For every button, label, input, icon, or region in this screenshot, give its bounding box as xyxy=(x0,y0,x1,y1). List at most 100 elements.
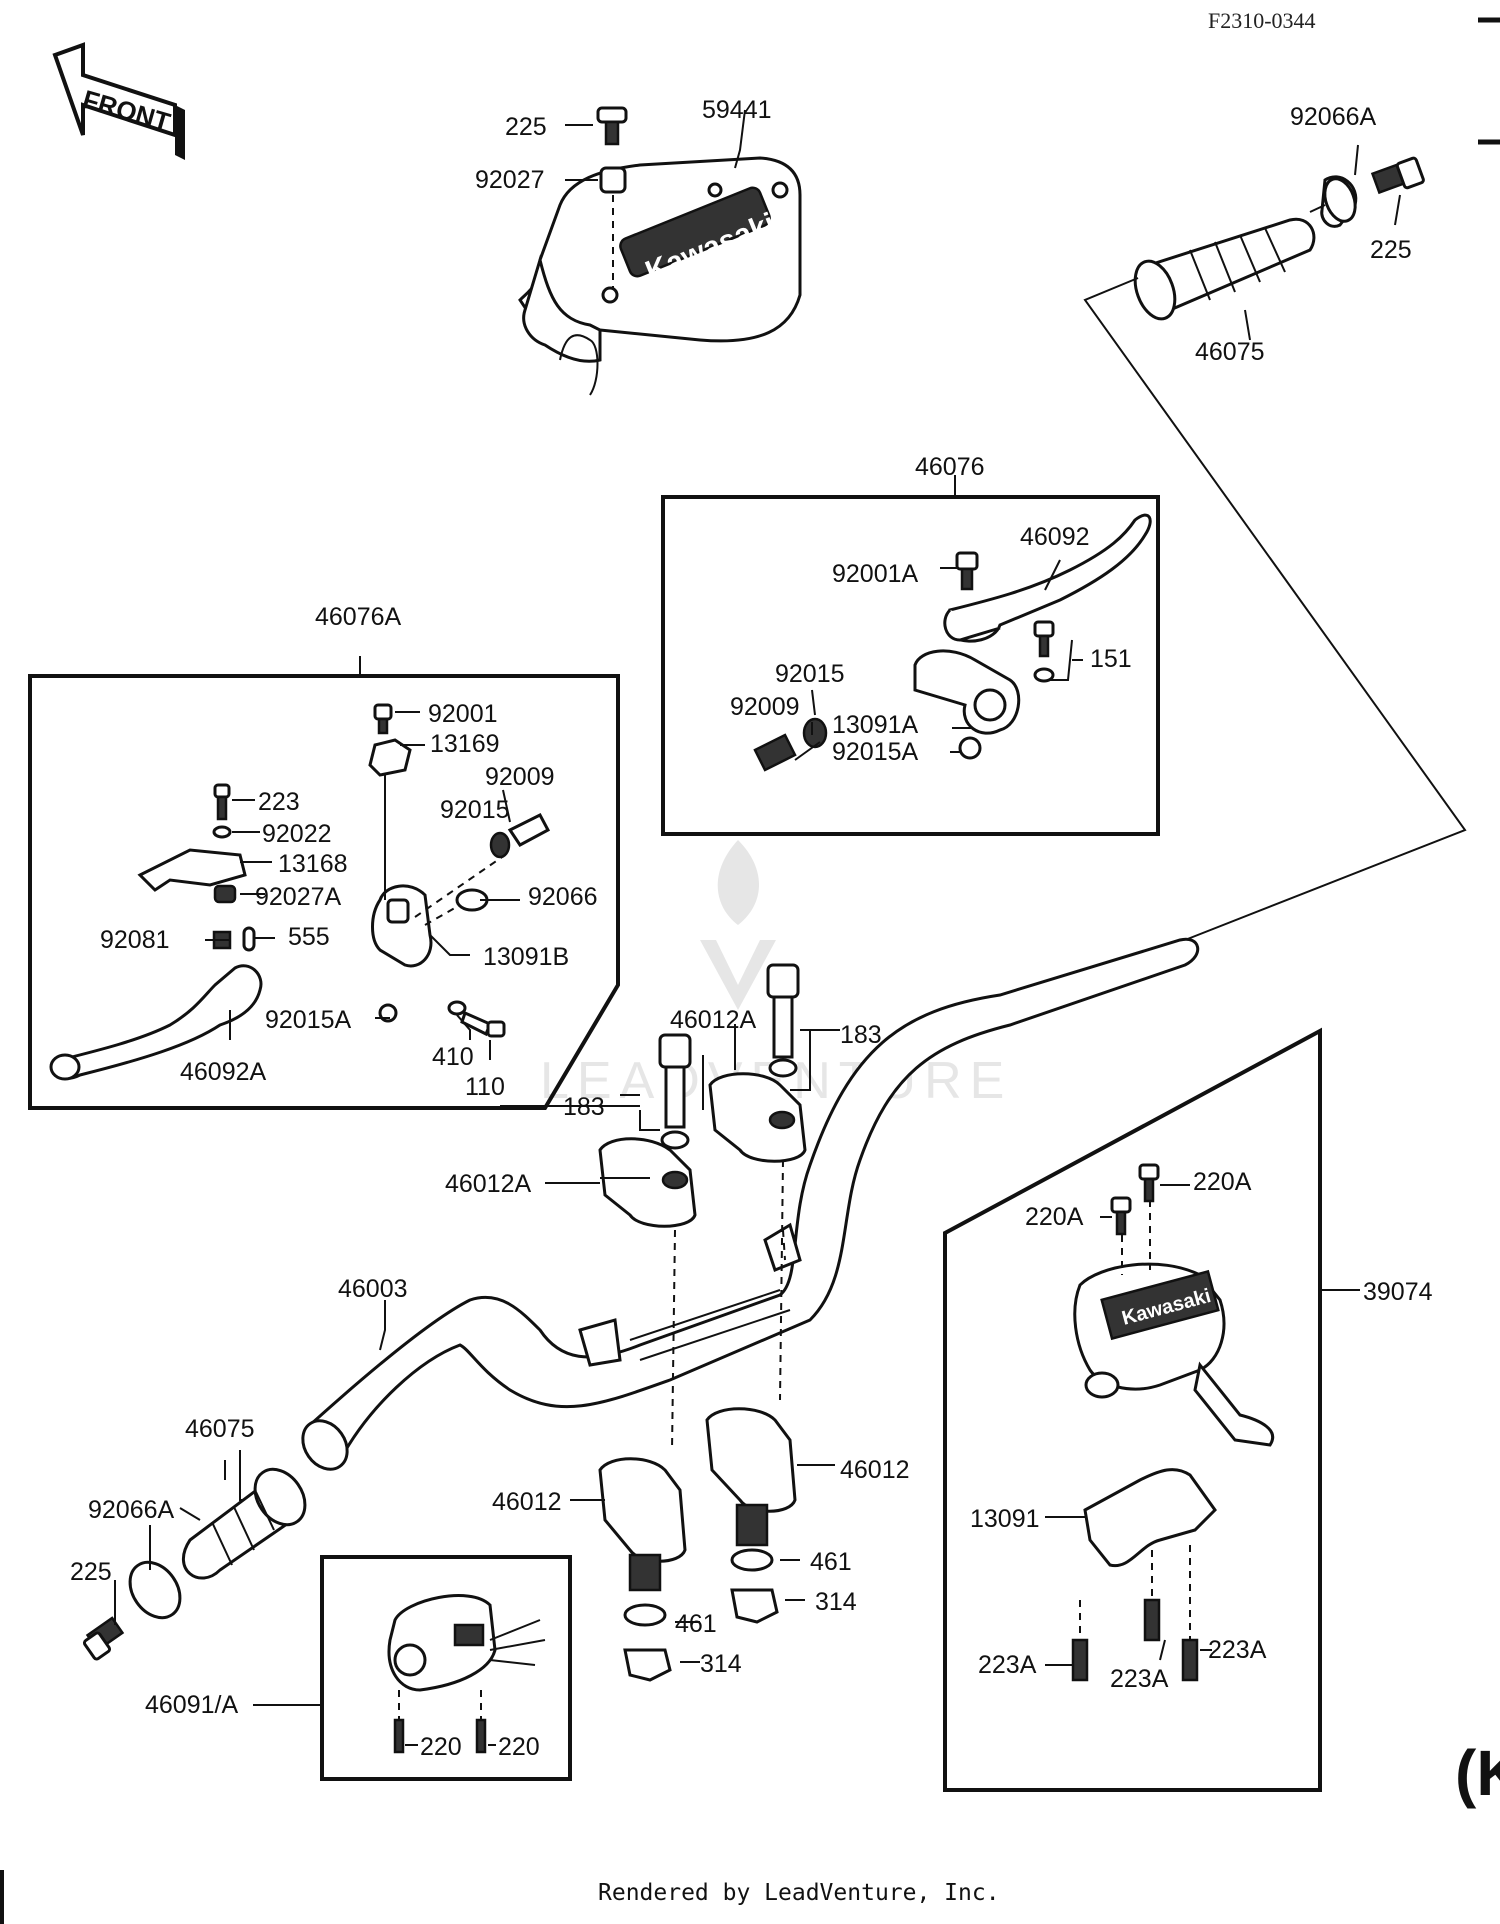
bracket-13091 xyxy=(1083,1468,1217,1568)
nut-92015A-r xyxy=(958,736,982,760)
grip-bolt-225-right xyxy=(1370,156,1425,195)
label-555: 555 xyxy=(288,923,330,951)
label-92015A-r: 92015A xyxy=(832,738,919,766)
grip-left-46075 xyxy=(182,1467,307,1580)
bolt-151 xyxy=(1033,620,1055,683)
label-223A-c: 223A xyxy=(1208,1636,1267,1664)
label-46075-bottom: 46075 xyxy=(185,1415,255,1443)
label-13091: 13091 xyxy=(970,1505,1040,1533)
screw-220-a xyxy=(393,1718,405,1754)
footer-credit: Rendered by LeadVenture, Inc. xyxy=(598,1880,1000,1906)
washer-92022 xyxy=(212,825,232,839)
label-92066: 92066 xyxy=(528,883,598,911)
label-225-bottom: 225 xyxy=(70,1558,112,1586)
box-46076-leaders xyxy=(794,559,1083,761)
bolt-223 xyxy=(213,783,231,821)
cover-leaders xyxy=(565,109,746,181)
corner-glyph: (K xyxy=(1455,1737,1500,1809)
adjuster-92009 xyxy=(753,733,797,772)
diagram-reference-code: F2310-0344 xyxy=(1208,8,1316,33)
label-461-b: 461 xyxy=(810,1548,852,1576)
switch-dash-lines xyxy=(398,1690,482,1720)
label-13169: 13169 xyxy=(430,730,500,758)
label-92022: 92022 xyxy=(262,820,332,848)
screw-220A-b xyxy=(1110,1196,1132,1236)
clamp-upper-leaders xyxy=(500,1024,840,1184)
lever-pivot-bolt-92001A xyxy=(955,551,979,591)
lever-46092 xyxy=(943,513,1152,643)
label-13168: 13168 xyxy=(278,850,348,878)
adjuster-92009-left xyxy=(507,813,551,847)
screw-223A-c xyxy=(1181,1638,1199,1682)
label-46012A-b: 46012A xyxy=(445,1170,532,1198)
switch-leaders xyxy=(253,1704,496,1746)
label-92027: 92027 xyxy=(475,166,545,194)
upper-clamp-46012A-right xyxy=(708,1072,807,1163)
box-clutch-lever-assembly xyxy=(661,495,1160,836)
holder-13091A xyxy=(913,649,1021,735)
label-46012-a: 46012 xyxy=(492,1488,562,1516)
grip-bottom-leaders xyxy=(114,1460,226,1625)
label-59441: 59441 xyxy=(702,96,772,124)
handlebar-46003 xyxy=(301,937,1199,1471)
label-46012A-a: 46012A xyxy=(670,1006,757,1034)
label-46076A: 46076A xyxy=(315,603,402,631)
label-92009-l: 92009 xyxy=(485,763,555,791)
label-46076: 46076 xyxy=(915,453,985,481)
label-220A-a: 220A xyxy=(1193,1168,1252,1196)
cover-bolt-225 xyxy=(596,106,628,146)
edge-marks xyxy=(1478,17,1500,145)
grip-right-46075 xyxy=(1133,217,1316,321)
clamp-dash-lines xyxy=(671,1159,786,1451)
label-183-a: 183 xyxy=(840,1021,882,1049)
label-13091B: 13091B xyxy=(483,943,569,971)
throttle-dash-lines xyxy=(1079,1200,1191,1640)
nut-314-left xyxy=(623,1648,672,1682)
grip-top-leaders xyxy=(1244,144,1401,341)
label-92066A-top: 92066A xyxy=(1290,103,1377,131)
label-223A-b: 223A xyxy=(1110,1665,1169,1693)
label-46091A: 46091/A xyxy=(145,1691,238,1719)
label-92027A: 92027A xyxy=(255,883,342,911)
box-brake-lever-assembly xyxy=(28,674,620,1110)
cover-grommet-92027 xyxy=(599,166,627,194)
screw-220A-a xyxy=(1138,1163,1160,1203)
label-410: 410 xyxy=(432,1043,474,1071)
handlebar-cover: Kawasaki xyxy=(518,156,802,396)
label-92015-r: 92015 xyxy=(775,660,845,688)
bolt-110 xyxy=(460,1010,506,1038)
bolt-183-right xyxy=(766,963,800,1078)
screw-223A-b xyxy=(1143,1598,1161,1642)
grip-bolt-225-left xyxy=(82,1616,125,1661)
label-92081: 92081 xyxy=(100,926,170,954)
screw-220-b xyxy=(475,1718,487,1754)
washer-92015-left xyxy=(489,831,511,859)
label-220-b: 220 xyxy=(498,1733,540,1761)
label-92009-r: 92009 xyxy=(730,693,800,721)
label-220-a: 220 xyxy=(420,1733,462,1761)
label-225-top: 225 xyxy=(505,113,547,141)
label-314-b: 314 xyxy=(815,1588,857,1616)
label-92066A-bottom: 92066A xyxy=(88,1496,175,1524)
label-151: 151 xyxy=(1090,645,1132,673)
front-badge: FRONT xyxy=(52,42,185,160)
holder-13091B xyxy=(371,884,433,968)
washer-410 xyxy=(447,1000,467,1016)
label-39074: 39074 xyxy=(1363,1278,1433,1306)
label-183-b: 183 xyxy=(563,1093,605,1121)
label-92015-l: 92015 xyxy=(440,796,510,824)
label-92001: 92001 xyxy=(428,700,498,728)
label-314-a: 314 xyxy=(700,1650,742,1678)
label-223: 223 xyxy=(258,788,300,816)
label-46075-top: 46075 xyxy=(1195,338,1265,366)
grip-end-cap-92066A-top xyxy=(1320,175,1358,228)
grip-assembly-line xyxy=(1083,277,1467,941)
label-225-right: 225 xyxy=(1370,236,1412,264)
washer-461-right xyxy=(730,1548,774,1572)
box-46076A-leaders xyxy=(205,711,520,1060)
bracket-13168 xyxy=(137,848,247,892)
label-46092: 46092 xyxy=(1020,523,1090,551)
box-throttle-assembly xyxy=(943,1027,1322,1792)
bolt-183-left xyxy=(658,1033,692,1150)
